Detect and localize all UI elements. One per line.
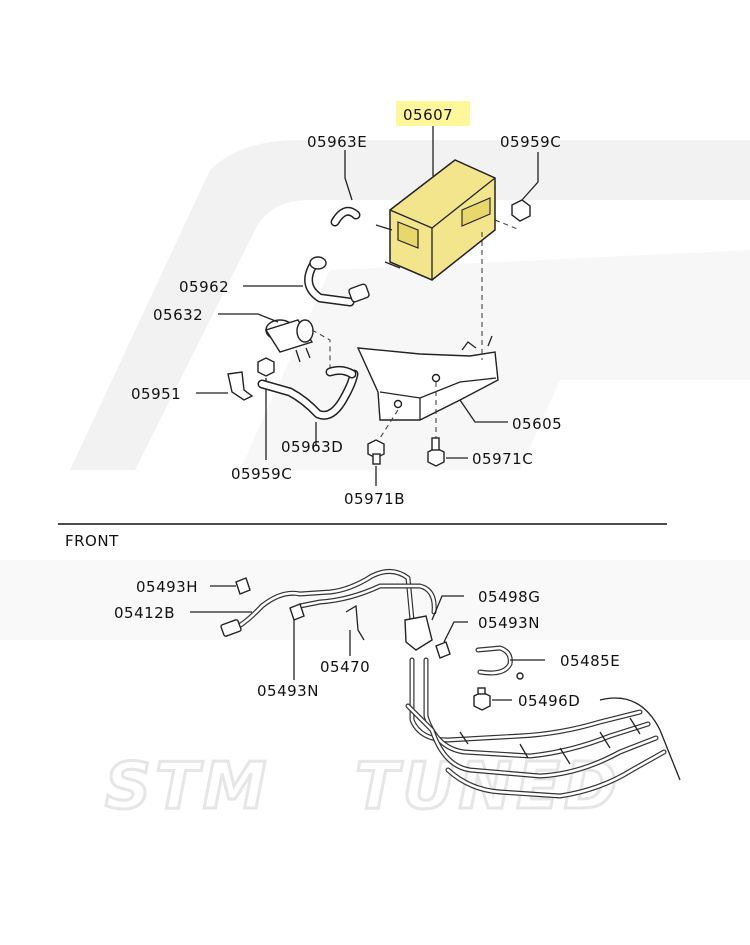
highlight-box xyxy=(396,101,470,126)
leader-05498G xyxy=(431,595,464,621)
vapor-line-second-inner xyxy=(298,584,436,614)
hose-05962-end xyxy=(309,256,327,270)
bolt-05496D-head xyxy=(473,691,491,711)
label-05493N-left[interactable]: 05493N xyxy=(257,682,319,700)
label-05470[interactable]: 05470 xyxy=(320,658,370,676)
label-05951[interactable]: 05951 xyxy=(131,385,181,403)
label-05412B[interactable]: 05412B xyxy=(114,604,175,622)
bolt-05971C[interactable] xyxy=(427,437,445,467)
clip-05493N-right[interactable] xyxy=(435,641,451,659)
canister-nipple-1 xyxy=(375,224,393,231)
canister-bracket-tab xyxy=(461,197,491,227)
dash-nut-canister xyxy=(494,219,521,231)
label-front: FRONT xyxy=(65,532,119,550)
bolt-05496D-shank xyxy=(477,687,486,695)
label-05963D[interactable]: 05963D xyxy=(281,438,343,456)
bracket-body xyxy=(356,347,499,421)
leader-05963E xyxy=(344,150,353,201)
pipe-bundle[interactable] xyxy=(405,657,681,799)
dash-bolt-B xyxy=(379,409,399,439)
nut-05959C-top[interactable] xyxy=(511,199,531,222)
hose-05485E-clip xyxy=(516,672,524,680)
clip-05951[interactable] xyxy=(227,371,254,401)
nut-05959C-bottom[interactable] xyxy=(257,357,275,377)
label-05959C-bottom[interactable]: 05959C xyxy=(231,465,292,483)
bracket-05605[interactable] xyxy=(356,335,499,421)
leader-05493N-right xyxy=(443,621,468,643)
bracket-tabs xyxy=(461,335,493,351)
upper-assembly xyxy=(196,126,539,486)
connector-05498G[interactable] xyxy=(404,615,433,651)
pipe-clips xyxy=(459,717,641,765)
label-05971C[interactable]: 05971C xyxy=(472,450,533,468)
leader-05959C-top xyxy=(521,152,539,201)
bolt-05971B[interactable] xyxy=(367,439,385,465)
lower-assembly xyxy=(190,569,681,799)
label-05485E[interactable]: 05485E xyxy=(560,652,620,670)
label-05632[interactable]: 05632 xyxy=(153,306,203,324)
hose-05963D-inner xyxy=(259,371,357,419)
hose-05485E-inner xyxy=(476,646,512,675)
label-05498G[interactable]: 05498G xyxy=(478,588,540,606)
part-labels: 05607 05963E 05959C 05962 05632 05951 05… xyxy=(65,106,620,710)
filter-outlets xyxy=(295,347,311,363)
watermark-band xyxy=(0,560,750,640)
watermark-brand-b: TUNED xyxy=(355,750,621,824)
filter-end xyxy=(296,319,314,343)
dash-filter xyxy=(311,329,331,370)
canister-nipple-2 xyxy=(384,261,401,269)
filter-05632[interactable] xyxy=(264,319,314,363)
bolt-05971B-shank xyxy=(372,453,381,465)
bracket-hole-1 xyxy=(431,373,441,383)
label-05493H[interactable]: 05493H xyxy=(136,578,198,596)
canister[interactable] xyxy=(375,159,496,281)
bracket-fold xyxy=(379,377,497,399)
label-05607[interactable]: 05607 xyxy=(403,106,453,124)
label-05493N-right[interactable]: 05493N xyxy=(478,614,540,632)
bolt-05971C-head xyxy=(427,447,445,467)
hose-05962-fitting xyxy=(348,283,370,303)
pipe-d-inner xyxy=(446,750,666,798)
hose-05963E-inner xyxy=(332,208,359,225)
bolt-05496D[interactable] xyxy=(473,687,491,711)
watermark-brand-a: STM xyxy=(105,750,270,824)
body-outline xyxy=(599,697,681,781)
bolt-05971C-shank xyxy=(431,437,440,451)
bracket-hole-2 xyxy=(393,399,403,409)
canister-port xyxy=(397,221,419,249)
label-05959C-top[interactable]: 05959C xyxy=(500,133,561,151)
label-05605[interactable]: 05605 xyxy=(512,415,562,433)
vapor-line-main-inner xyxy=(230,570,414,632)
leader-05605 xyxy=(459,399,508,423)
hose-05963D-end-inner xyxy=(327,367,355,377)
leader-05632 xyxy=(218,313,279,323)
label-05971B[interactable]: 05971B xyxy=(344,490,405,508)
watermark: STM TUNED xyxy=(0,140,750,826)
pipe-a-inner xyxy=(410,658,642,742)
watermark-swoosh xyxy=(70,140,750,470)
clamp-05470[interactable] xyxy=(345,604,365,641)
clip-05493N-left[interactable] xyxy=(289,603,305,621)
label-05496D[interactable]: 05496D xyxy=(518,692,580,710)
label-05963E[interactable]: 05963E xyxy=(307,133,367,151)
pipe-c-inner xyxy=(406,704,658,778)
clip-05493H[interactable] xyxy=(235,577,251,595)
connector-05412B[interactable] xyxy=(220,619,242,637)
label-05962[interactable]: 05962 xyxy=(179,278,229,296)
